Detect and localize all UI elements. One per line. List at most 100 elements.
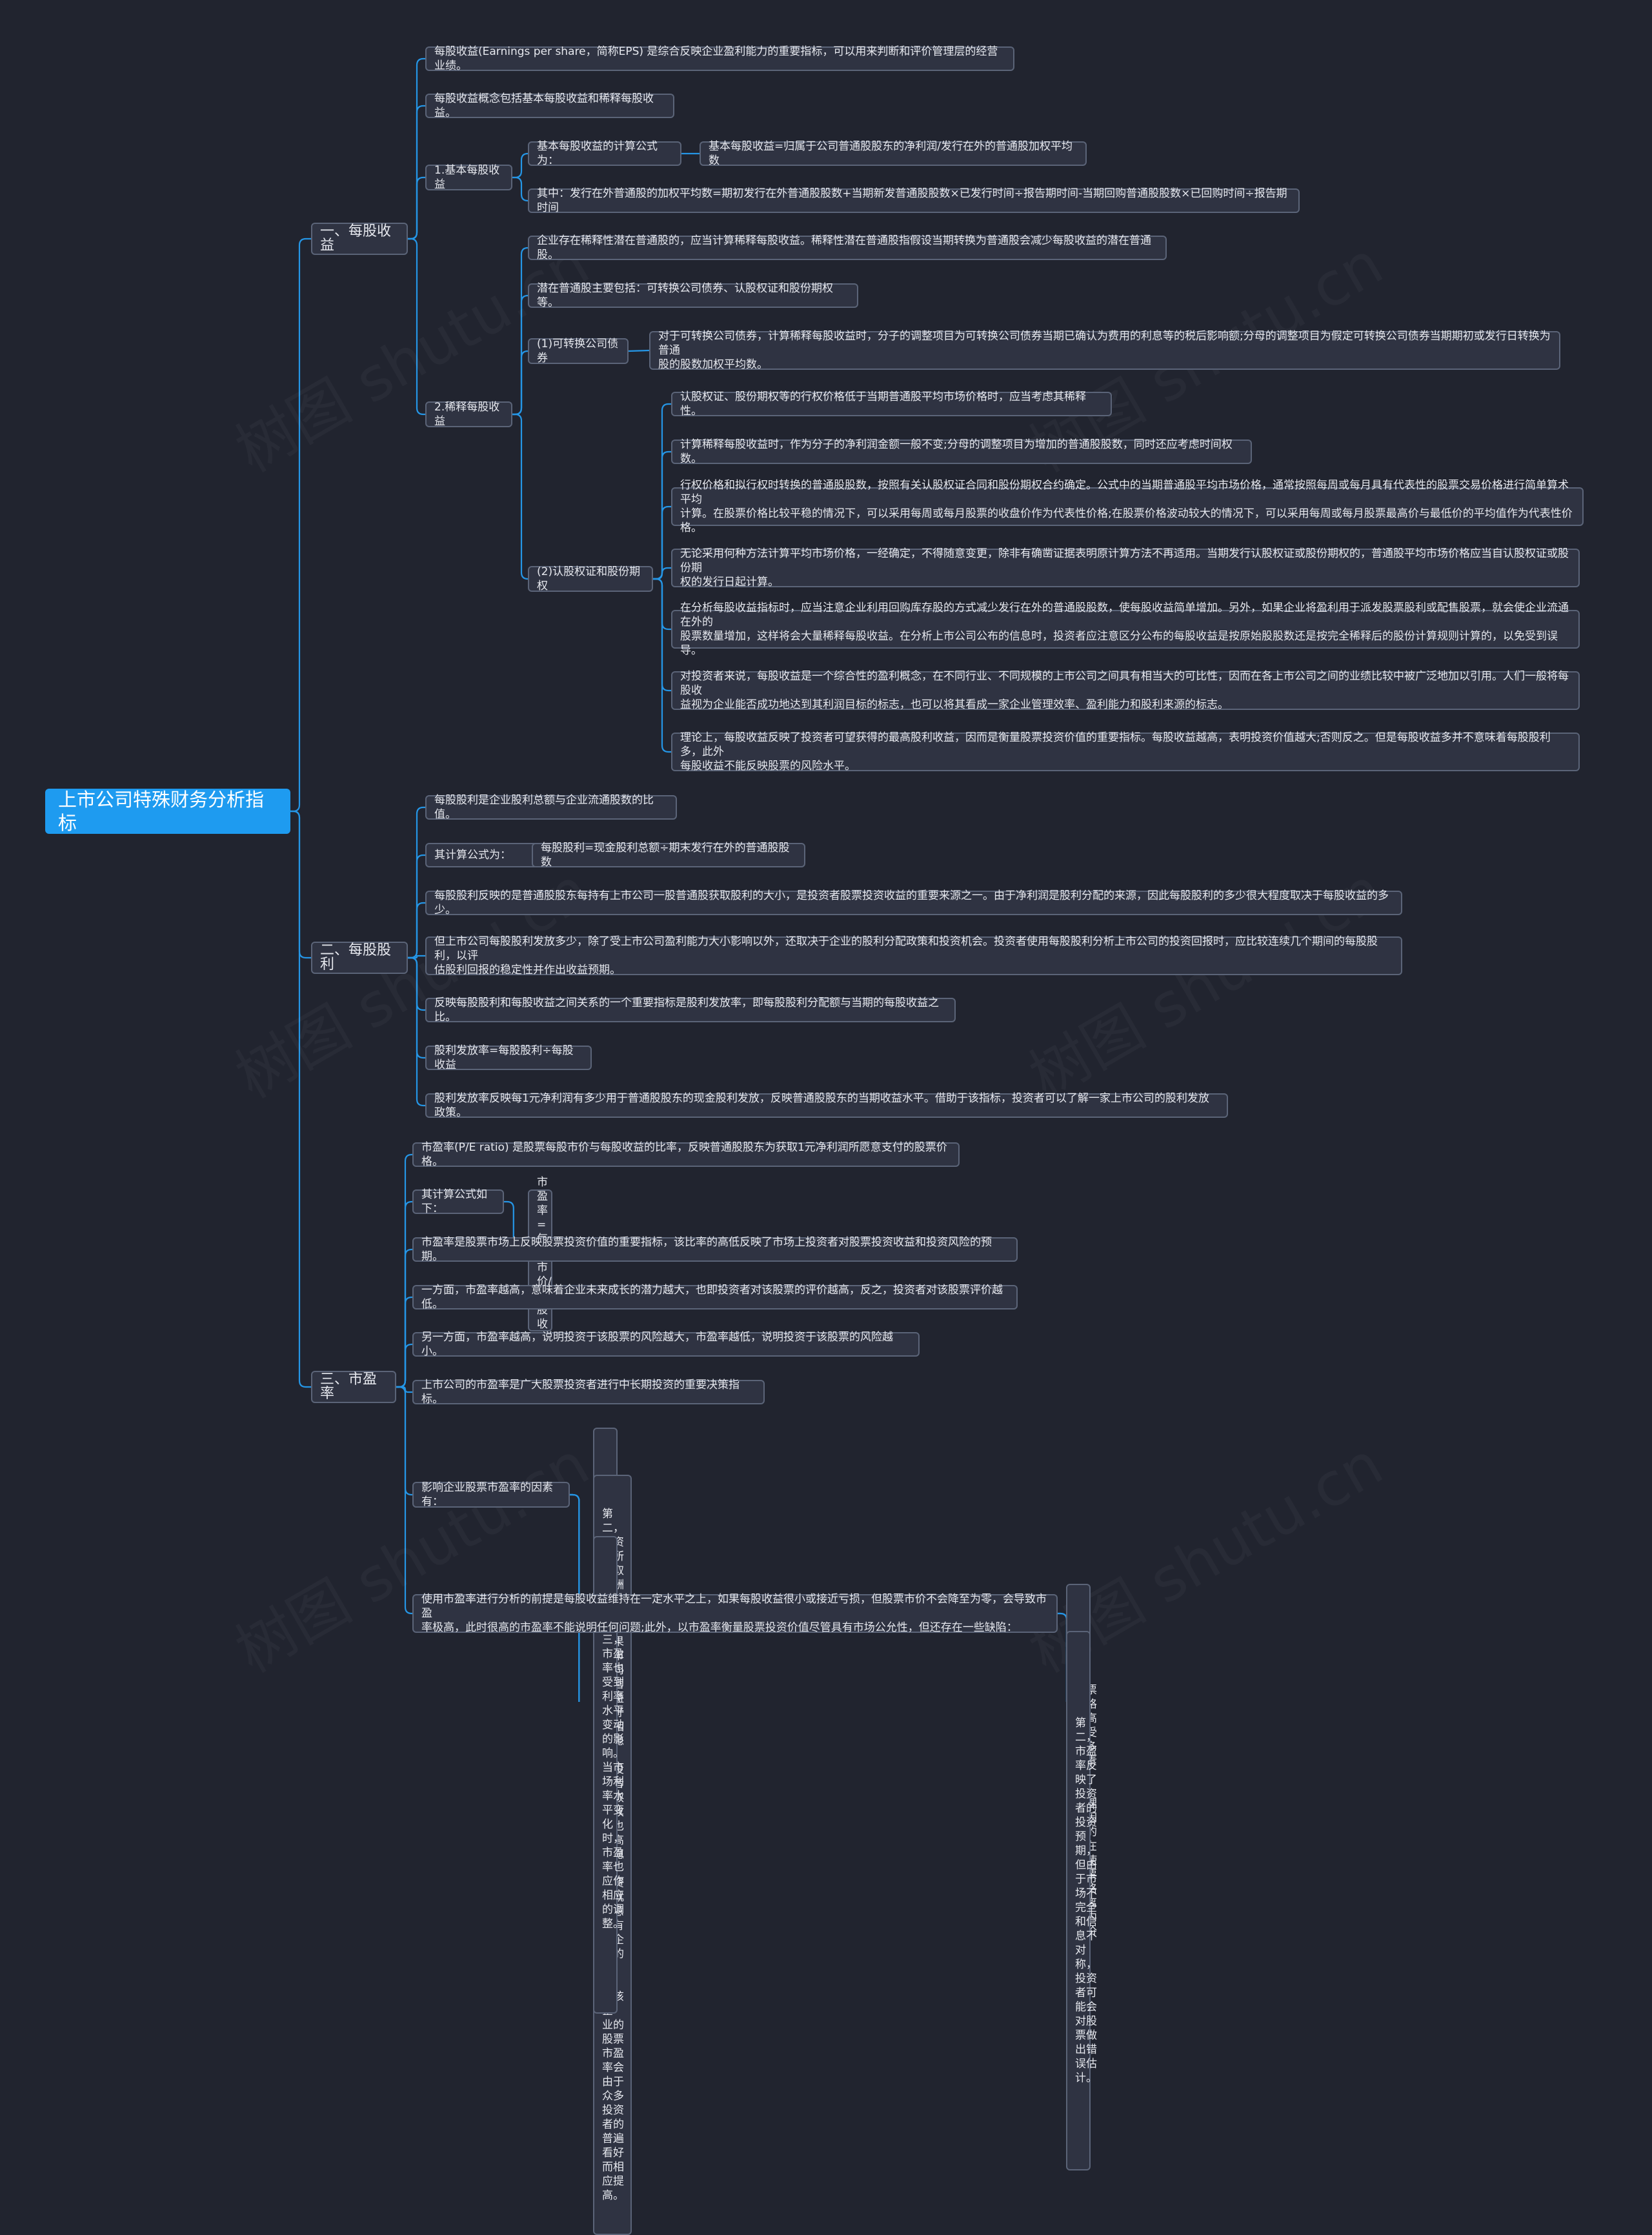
- node-eps-warr-item-4[interactable]: 在分析每股收益指标时，应当注意企业利用回购库存股的方式减少发行在外的普通股股数，…: [671, 602, 1580, 657]
- node-text: 但上市公司每股股利发放多少，除了受上市公司盈利能力大小影响以外，还取决于企业的股…: [434, 935, 1393, 977]
- node-text: 每股收益概念包括基本每股收益和稀释每股收益。: [434, 92, 665, 120]
- node-eps-conv-text[interactable]: 对于可转换公司债券，计算稀释每股收益时，分子的调整项目为可转换公司债券当期已确认…: [649, 330, 1560, 371]
- node-text: 三、市盈率: [320, 1373, 387, 1401]
- node-eps-diluted[interactable]: 2.稀释每股收益: [425, 400, 512, 429]
- node-eps-warr-item-0[interactable]: 认股权证、股份期权等的行权价格低于当期普通股平均市场价格时，应当考虑其稀释性。: [671, 390, 1112, 418]
- node-pe-item-4[interactable]: 另一方面，市盈率越高，说明投资于该股票的风险越大，市盈率越低，说明投资于该股票的…: [412, 1330, 920, 1359]
- link-eps-diluted-p2: [512, 294, 529, 416]
- node-text: 另一方面，市盈率越高，说明投资于该股票的风险越大，市盈率越低，说明投资于该股票的…: [421, 1330, 911, 1359]
- node-dps-item-2[interactable]: 每股股利反映的是普通股股东每持有上市公司一股普通股获取股利的大小，是投资者股票投…: [425, 889, 1402, 917]
- node-eps-basic-label[interactable]: 基本每股收益的计算公式为：: [528, 139, 681, 168]
- node-text: 市盈率是股票市场上反映股票投资价值的重要指标，该比率的高低反映了市场上投资者对股…: [421, 1235, 1009, 1264]
- node-text: 每股股利=现金股利总额÷期末发行在外的普通股股数: [541, 841, 796, 869]
- link-dps-item-6: [408, 956, 425, 1107]
- node-dps-item-3[interactable]: 但上市公司每股股利发放多少，除了受上市公司盈利能力大小影响以外，还取决于企业的股…: [425, 935, 1402, 977]
- node-pe-item-6[interactable]: 影响企业股票市盈率的因素有：: [412, 1481, 570, 1509]
- node-dps-item-6[interactable]: 股利发放率反映每1元净利润有多少用于普通股股东的现金股利发放，反映普通股股东的当…: [425, 1091, 1228, 1120]
- node-text-line: 认股权证、股份期权等的行权价格低于当期普通股平均市场价格时，应当考虑其稀释性。: [680, 390, 1086, 418]
- node-eps-diluted-p2[interactable]: 潜在普通股主要包括：可转换公司债券、认股权证和股份期权等。: [528, 281, 858, 310]
- node-text-line: (1)可转换公司债券: [537, 338, 619, 365]
- node-eps-warr-item-1[interactable]: 计算稀释每股收益时，作为分子的净利润金额一般不变;分母的调整项目为增加的普通股股…: [671, 438, 1252, 465]
- node-text-line: 市盈率是股票市场上反映股票投资价值的重要指标，该比率的高低反映了市场上投资者对股…: [421, 1236, 992, 1263]
- node-dps-item-0[interactable]: 每股股利是企业股利总额与企业流通股数的比值。: [425, 794, 677, 821]
- link-pe-item-2: [396, 1248, 412, 1388]
- node-pe-item-7[interactable]: 使用市盈率进行分析的前提是每股收益维持在一定水平之上，如果每股收益很小或接近亏损…: [412, 1593, 1058, 1634]
- link-pe-item-5: [396, 1386, 412, 1393]
- node-pe-item-0[interactable]: 市盈率(P/E ratio) 是股票每股市价与每股收益的比率，反映普通股股东为获…: [412, 1141, 960, 1168]
- node-root[interactable]: 上市公司特殊财务分析指标: [45, 789, 290, 834]
- link-pe-item-0: [396, 1153, 412, 1388]
- node-text: 2.稀释每股收益: [434, 400, 503, 429]
- node-text: 每股股利反映的是普通股股东每持有上市公司一股普通股获取股利的大小，是投资者股票投…: [434, 889, 1393, 917]
- node-pe[interactable]: 三、市盈率: [311, 1371, 396, 1403]
- node-eps-warr-item-6[interactable]: 理论上，每股收益反映了投资者可望获得的最高股利收益，因而是衡量股票投资价值的重要…: [671, 731, 1580, 773]
- node-eps-concept[interactable]: 每股收益概念包括基本每股收益和稀释每股收益。: [425, 92, 674, 120]
- node-text: 在分析每股收益指标时，应当注意企业利用回购库存股的方式减少发行在外的普通股股数，…: [680, 601, 1571, 658]
- node-text-line: 其中：发行在外普通股的加权平均数=期初发行在外普通股股数+当期新发普通股股数×已…: [537, 187, 1287, 214]
- node-text: 影响企业股票市盈率的因素有：: [421, 1481, 561, 1509]
- node-pe-item-1[interactable]: 其计算公式如下：: [412, 1188, 504, 1216]
- node-eps-basic-formula[interactable]: 基本每股收益=归属于公司普通股股东的净利润/发行在外的普通股加权平均数: [700, 140, 1087, 167]
- link-pe-item-3: [396, 1296, 412, 1388]
- node-dps-item-4[interactable]: 反映每股股利和每股收益之间关系的一个重要指标是股利发放率，即每股股利分配额与当期…: [425, 996, 956, 1024]
- node-eps-def[interactable]: 每股收益(Earnings per share，简称EPS) 是综合反映企业盈利…: [425, 45, 1014, 73]
- node-text-line: 反映每股股利和每股收益之间关系的一个重要指标是股利发放率，即每股股利分配额与当期…: [434, 996, 939, 1024]
- node-text: 其计算公式为：: [434, 848, 511, 862]
- node-text-line: 无论采用何种方法计算平均市场价格，一经确定，不得随意变更，除非有确凿证据表明原计…: [680, 547, 1569, 574]
- node-text-line: 基本每股收益=归属于公司普通股股东的净利润/发行在外的普通股加权平均数: [709, 140, 1073, 167]
- node-dps-item-1-child[interactable]: 每股股利=现金股利总额÷期末发行在外的普通股股数: [532, 841, 805, 869]
- node-text: 潜在普通股主要包括：可转换公司债券、认股权证和股份期权等。: [537, 281, 849, 310]
- node-text: 上市公司的市盈率是广大股票投资者进行中长期投资的重要决策指标。: [421, 1378, 756, 1406]
- link-dps-item-3: [408, 955, 425, 959]
- node-pe-item-3[interactable]: 一方面，市盈率越高，意味着企业未来成长的潜力越大，也即投资者对该股票的评价越高，…: [412, 1284, 1018, 1311]
- node-text-line: 另一方面，市盈率越高，说明投资于该股票的风险越大，市盈率越低，说明投资于该股票的…: [421, 1331, 893, 1358]
- node-text: 二、每股股利: [320, 944, 399, 972]
- node-text-line: 行权价格和拟行权时转换的普通股股数，按照有关认股权证合同和股份期权合约确定。公式…: [680, 479, 1569, 506]
- node-dps[interactable]: 二、每股股利: [311, 942, 408, 974]
- node-text: 行权价格和拟行权时转换的普通股股数，按照有关认股权证合同和股份期权合约确定。公式…: [680, 478, 1575, 535]
- node-pe-item-5[interactable]: 上市公司的市盈率是广大股票投资者进行中长期投资的重要决策指标。: [412, 1378, 765, 1406]
- node-text: 基本每股收益的计算公式为：: [537, 139, 672, 168]
- node-text-line: 每股收益不能反映股票的风险水平。: [680, 760, 856, 773]
- link-pe-item-7: [396, 1386, 412, 1615]
- node-text-line: 上市公司特殊财务分析指标: [58, 789, 265, 834]
- link-pe-item-1: [396, 1200, 412, 1388]
- node-text-line: 在分析每股收益指标时，应当注意企业利用回购库存股的方式减少发行在外的普通股股数，…: [680, 602, 1569, 629]
- node-text: (1)可转换公司债券: [537, 337, 620, 365]
- node-pe-item-7-child-1[interactable]: 第二，市盈率反映了投资者的投资预期，但由于市场不完全和信息不对称，投资者可能会对…: [1066, 1631, 1097, 2170]
- node-text-line: 益视为企业能否成功地达到其利润目标的标志，也可以将其看成一家企业管理效率、盈利能…: [680, 698, 1229, 711]
- node-text-line: 一、每股收益: [320, 223, 392, 254]
- node-pe-item-2[interactable]: 市盈率是股票市场上反映股票投资价值的重要指标，该比率的高低反映了市场上投资者对股…: [412, 1235, 1018, 1264]
- node-text: 其计算公式如下：: [421, 1188, 495, 1216]
- node-text-line: 权的发行日起计算。: [680, 576, 779, 589]
- node-eps[interactable]: 一、每股收益: [311, 223, 408, 255]
- node-text-line: 基本每股收益的计算公式为：: [537, 140, 658, 167]
- node-text-line: 使用市盈率进行分析的前提是每股收益维持在一定水平之上，如果每股收益很小或接近亏损…: [421, 1593, 1047, 1620]
- node-text: 其中：发行在外普通股的加权平均数=期初发行在外普通股股数+当期新发普通股股数×已…: [537, 187, 1291, 215]
- node-text: 第三，市盈率也受到利率水平变动的影响。当市场利率水平变化时，市盈率也应作相应的调…: [602, 1619, 624, 1931]
- link-eps-warr-item-6: [653, 578, 671, 753]
- node-text: 企业存在稀释性潜在普通股的，应当计算稀释每股收益。稀释性潜在普通股指假设当期转换…: [537, 234, 1158, 262]
- node-text: 认股权证、股份期权等的行权价格低于当期普通股平均市场价格时，应当考虑其稀释性。: [680, 390, 1103, 418]
- node-text: 第二，市盈率反映了投资者的投资预期，但由于市场不完全和信息不对称，投资者可能会对…: [1075, 1716, 1097, 2085]
- node-eps-warr-item-3[interactable]: 无论采用何种方法计算平均市场价格，一经确定，不得随意变更，除非有确凿证据表明原计…: [671, 547, 1580, 589]
- node-text-line: 市盈率(P/E ratio) 是股票每股市价与每股收益的比率，反映普通股股东为获…: [421, 1141, 947, 1168]
- node-text-line: 企业存在稀释性潜在普通股的，应当计算稀释每股收益。稀释性潜在普通股指假设当期转换…: [537, 234, 1151, 261]
- mind-map-links: [290, 57, 1068, 1702]
- node-eps-warr-item-5[interactable]: 对投资者来说，每股收益是一个综合性的盈利概念，在不同行业、不同规模的上市公司之间…: [671, 669, 1580, 712]
- node-eps-diluted-p1[interactable]: 企业存在稀释性潜在普通股的，应当计算稀释每股收益。稀释性潜在普通股指假设当期转换…: [528, 234, 1167, 262]
- node-text-line: 每股股利=现金股利总额÷期末发行在外的普通股股数: [541, 842, 790, 869]
- link-eps-conv-text: [628, 349, 650, 352]
- node-text: 股利发放率反映每1元净利润有多少用于普通股股东的现金股利发放，反映普通股股东的当…: [434, 1091, 1219, 1120]
- node-text-line: 2.稀释每股收益: [434, 401, 500, 428]
- node-eps-warr-item-2[interactable]: 行权价格和拟行权时转换的普通股股数，按照有关认股权证合同和股份期权合约确定。公式…: [671, 479, 1584, 534]
- node-eps-warr[interactable]: (2)认股权证和股份期权: [528, 565, 653, 592]
- node-eps-basic[interactable]: 1.基本每股收益: [425, 164, 512, 191]
- node-dps-item-5[interactable]: 股利发放率=每股股利÷每股收益: [425, 1044, 592, 1071]
- node-eps-basic-weighted[interactable]: 其中：发行在外普通股的加权平均数=期初发行在外普通股股数+当期新发普通股股数×已…: [528, 187, 1300, 215]
- node-text: 对投资者来说，每股收益是一个综合性的盈利概念，在不同行业、不同规模的上市公司之间…: [680, 669, 1571, 712]
- node-text: 反映每股股利和每股收益之间关系的一个重要指标是股利发放率，即每股股利分配额与当期…: [434, 996, 947, 1024]
- node-text: 每股收益(Earnings per share，简称EPS) 是综合反映企业盈利…: [434, 45, 1005, 73]
- node-eps-conv[interactable]: (1)可转换公司债券: [528, 337, 629, 365]
- node-text-line: 估股利回报的稳定性并作出收益预期。: [434, 964, 621, 976]
